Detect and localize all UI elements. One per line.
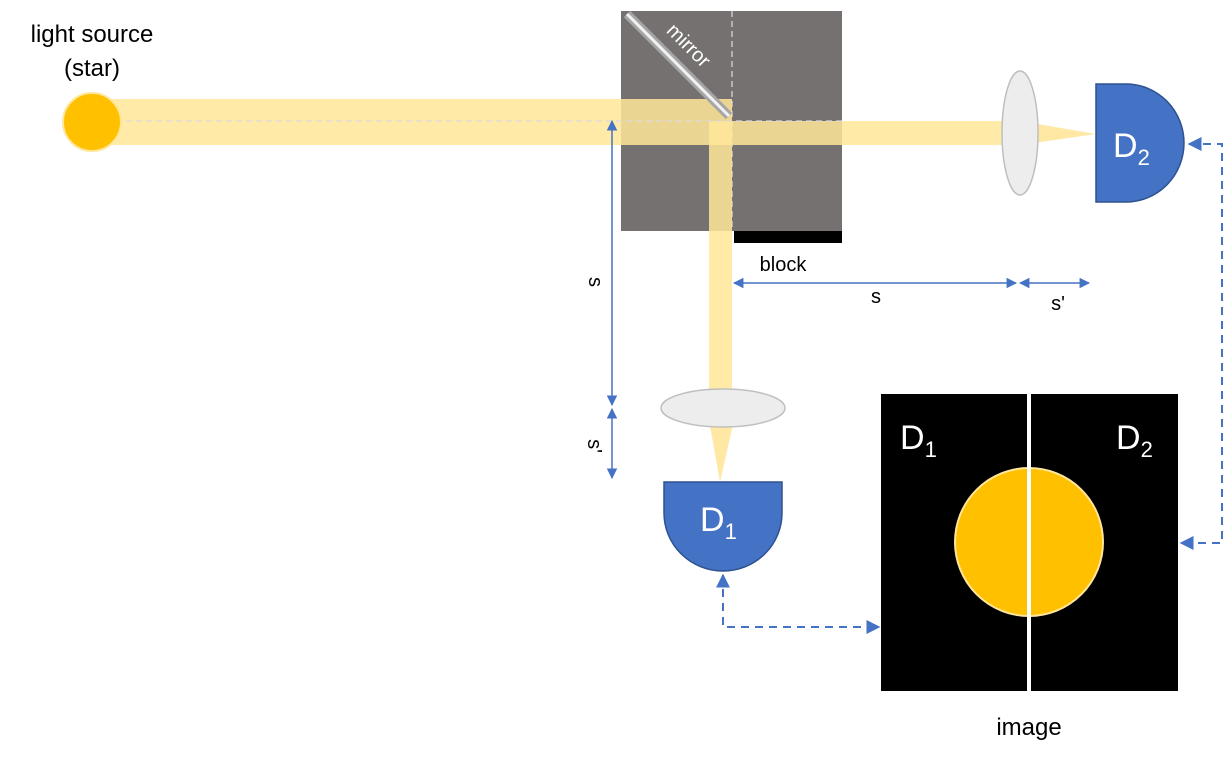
focused-beam-d1 <box>709 420 734 482</box>
block <box>734 231 842 243</box>
mirror-highlight <box>625 12 731 118</box>
detector-d2-letter: D <box>1113 127 1138 165</box>
block-label: block <box>760 254 808 276</box>
detector-d1-subscript: 1 <box>725 519 737 544</box>
reflected-beam <box>709 121 732 391</box>
star <box>62 92 122 152</box>
lens-d2 <box>1001 70 1039 196</box>
source-label-line1: light source <box>31 21 154 48</box>
dist-label-s-vertical: s <box>584 277 606 287</box>
source-label-line2: (star) <box>64 55 120 82</box>
image-label-d1-letter: D <box>900 419 925 457</box>
image-label-d1-subscript: 1 <box>925 437 937 462</box>
incoming-beam <box>92 99 732 145</box>
image-label-d2-subscript: 2 <box>1141 437 1153 462</box>
detector-d1-label: D1 <box>700 501 737 544</box>
image-caption: image <box>996 714 1061 741</box>
detector-d2 <box>1095 83 1185 203</box>
transmitted-beam <box>732 121 1004 145</box>
detector-d2-subscript: 2 <box>1138 145 1150 170</box>
detector-d1 <box>663 481 783 572</box>
dist-label-s-prime-horizontal: s' <box>1051 293 1065 315</box>
detector-d1-letter: D <box>700 501 725 539</box>
detector-d2-label: D2 <box>1113 127 1150 170</box>
dist-label-s-prime-vertical: s' <box>583 439 605 453</box>
dist-label-s-horizontal: s <box>871 286 881 308</box>
image-divider <box>1027 394 1031 691</box>
image-label-d1: D1 <box>900 419 937 462</box>
signal-connector-d2 <box>1179 137 1223 550</box>
focused-beam-d2 <box>1020 121 1096 145</box>
image-label-d2: D2 <box>1116 419 1153 462</box>
lens-d1 <box>660 388 786 428</box>
signal-connector-d1 <box>716 573 881 634</box>
image-label-d2-letter: D <box>1116 419 1141 457</box>
